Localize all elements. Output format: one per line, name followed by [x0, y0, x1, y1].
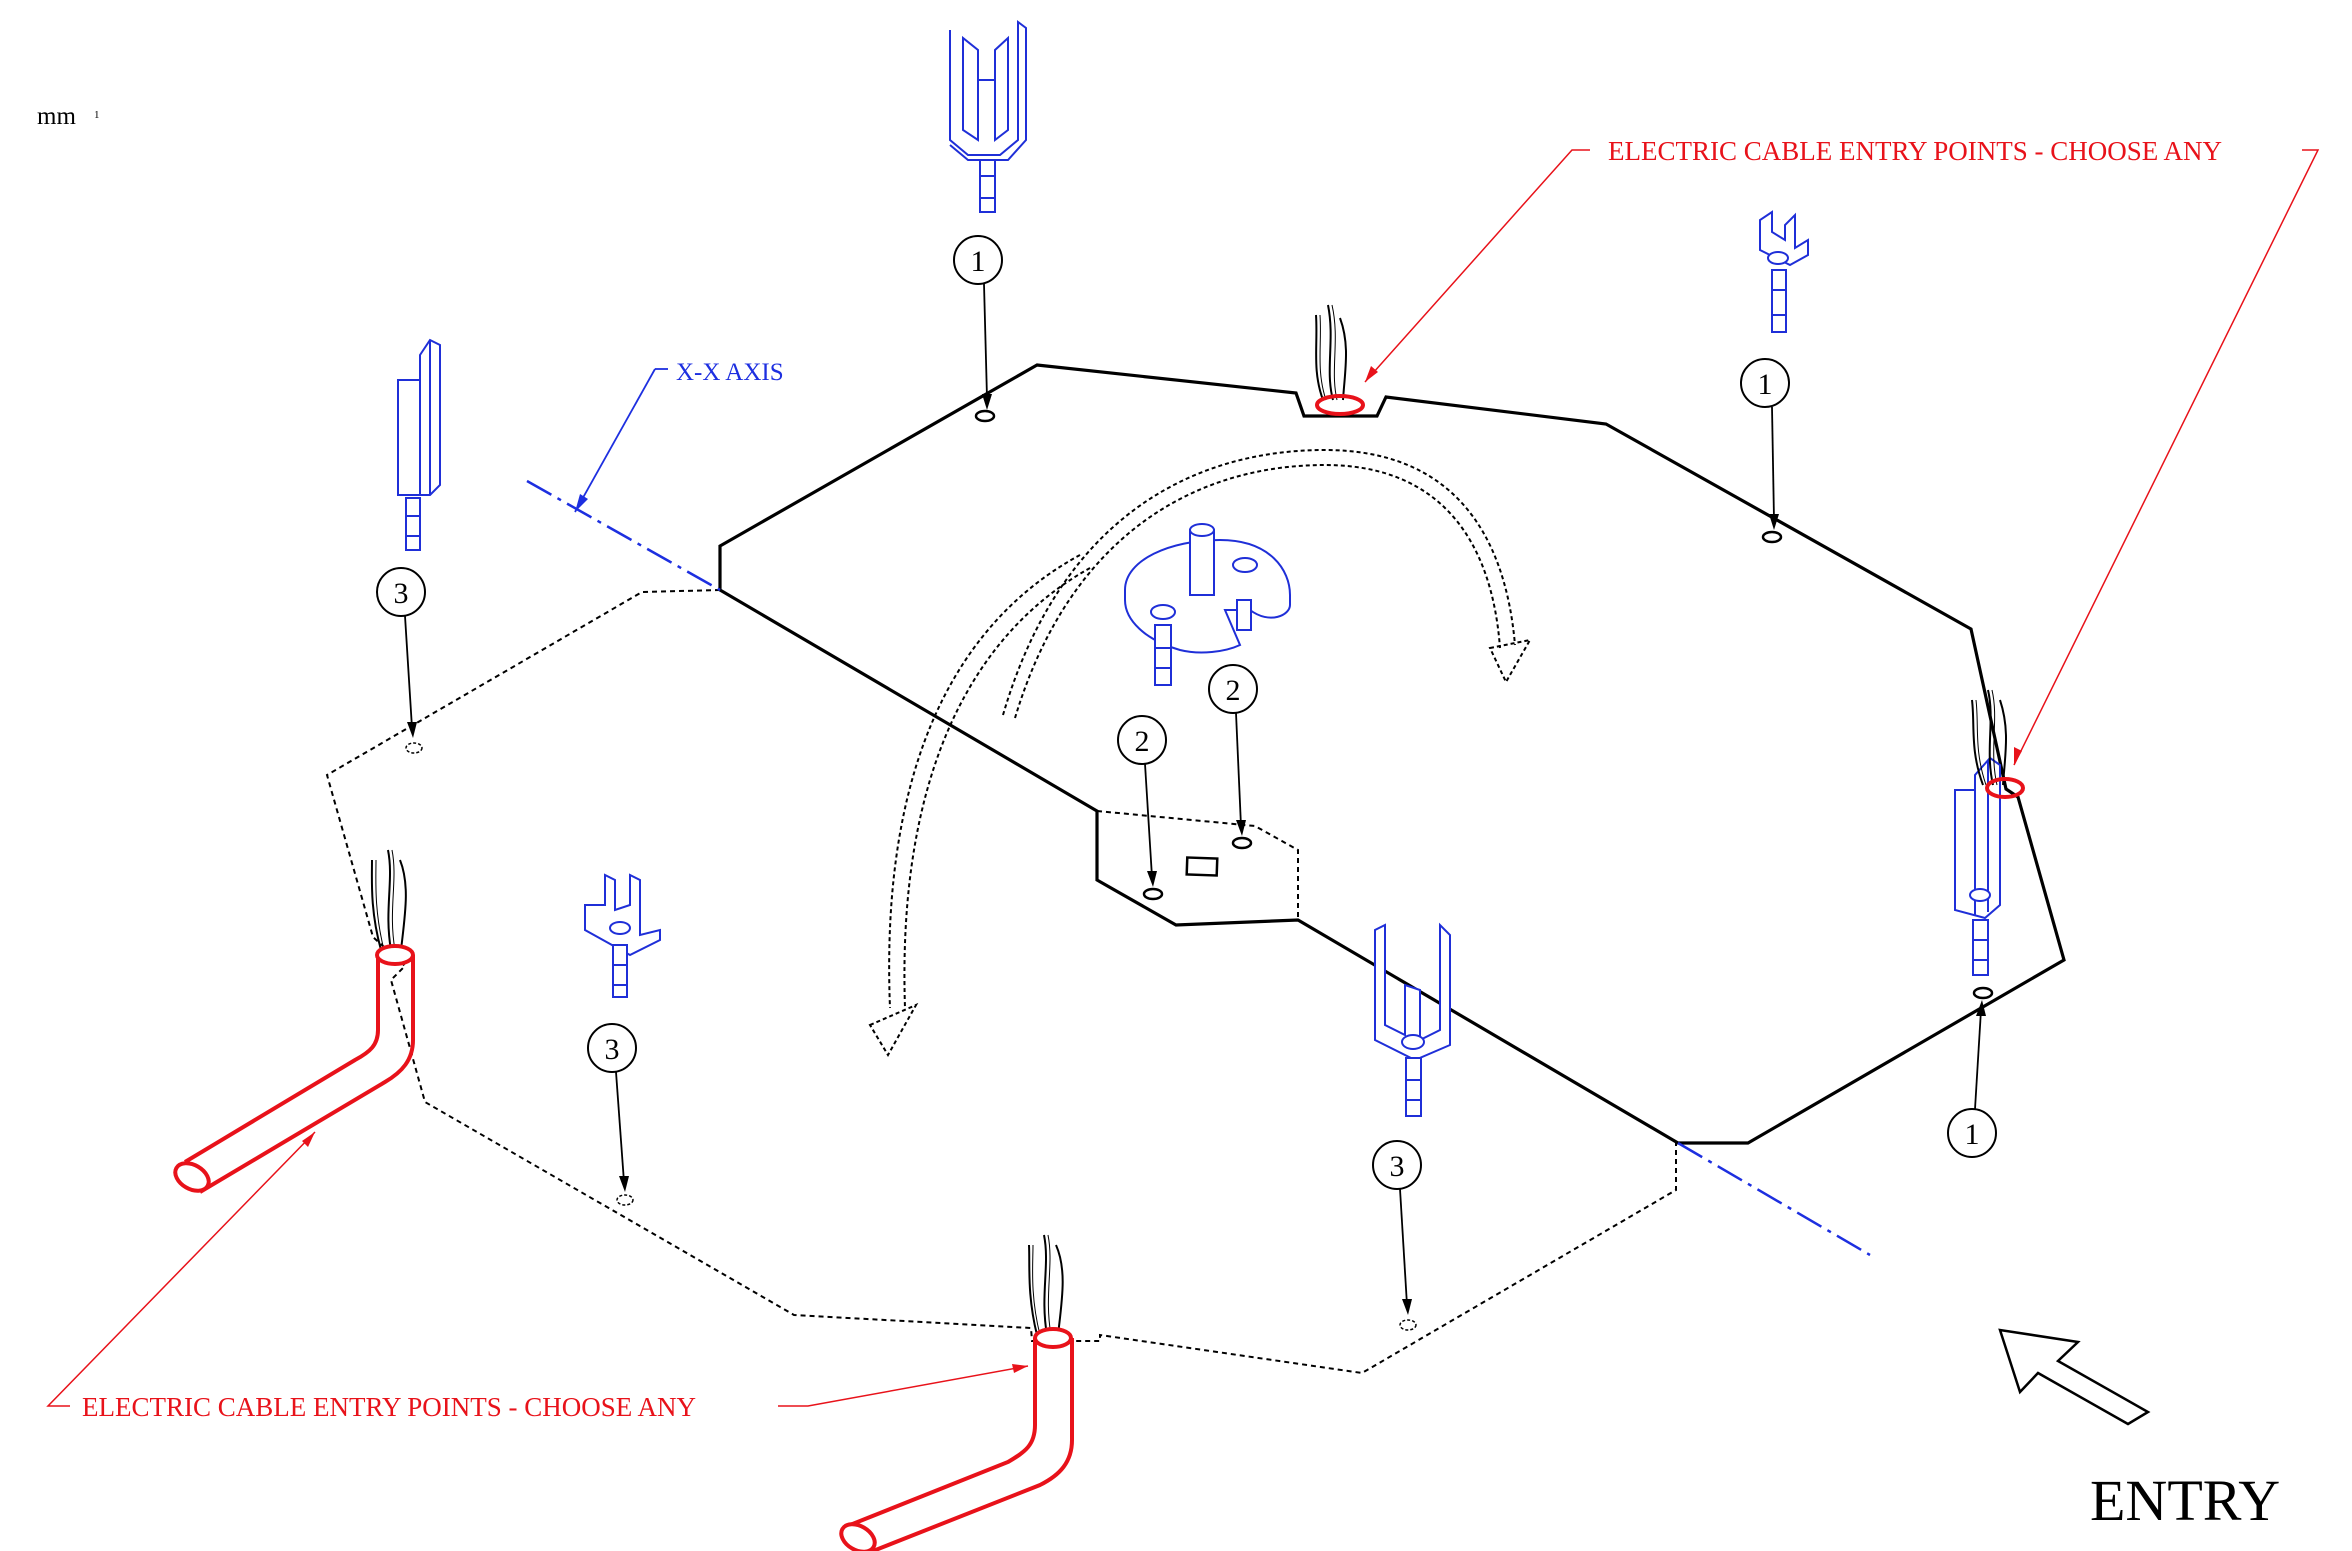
balloon-callout-3-upper-left: 3 [376, 567, 426, 738]
entry-arrow [1998, 1328, 2151, 1426]
cable-bottom [839, 1234, 1074, 1551]
balloon-callout-1-right-lower: 1 [1947, 1000, 1997, 1158]
cable-entry-top [1315, 304, 1365, 416]
mounting-hole [1142, 887, 1164, 901]
mounting-hole [1972, 986, 1994, 1000]
bracket-part-1-right-lower [1954, 756, 2001, 976]
bracket-part-3-upper-left [397, 338, 441, 551]
rotation-arrowhead-left [868, 1002, 919, 1057]
rotation-arrow-clockwise-inner [1014, 463, 1501, 719]
mounting-hole [1761, 530, 1783, 544]
cable-entry-label-bottom: ELECTRIC CABLE ENTRY POINTS - CHOOSE ANY [82, 1392, 696, 1422]
balloon-callout-2-left: 2 [1117, 715, 1167, 887]
rotation-arrow-clockwise [1002, 448, 1516, 716]
mounting-hole [1231, 836, 1253, 850]
balloon-callout-1-top: 1 [953, 235, 1003, 410]
balloon-number: 2 [1226, 674, 1241, 707]
balloon-number: 1 [971, 245, 986, 278]
center-plate-part-2 [1124, 523, 1291, 686]
balloon-number: 1 [1965, 1118, 1980, 1151]
balloon-callout-3-bottom: 3 [1372, 1140, 1422, 1315]
rotation-arrow-counterclockwise-inner [903, 567, 1091, 1009]
x-axis-line-left [526, 479, 721, 592]
center-box-dashed [1096, 810, 1299, 920]
x-axis-leader [574, 368, 656, 513]
rotation-arrow-counterclockwise [888, 554, 1081, 1009]
cable-entry-callout-top: ELECTRIC CABLE ENTRY POINTS - CHOOSE ANY [1364, 136, 2320, 766]
center-slot [1185, 856, 1219, 877]
bracket-part-3-left [584, 873, 661, 998]
bracket-part-1-top [949, 20, 1027, 213]
mounting-hole [974, 409, 996, 423]
balloon-number: 3 [605, 1033, 620, 1066]
x-axis-leader-arrowhead [575, 494, 588, 512]
mounting-hole-hidden [616, 1194, 634, 1206]
balloon-callout-1-right-upper: 1 [1740, 358, 1790, 530]
cable-entry-right [1971, 689, 2025, 799]
upper-plate-outline [718, 363, 2066, 1145]
rotation-arrowhead-right [1488, 638, 1532, 685]
cable-entry-label-top: ELECTRIC CABLE ENTRY POINTS - CHOOSE ANY [1608, 136, 2222, 166]
bracket-part-1-right-upper [1759, 210, 1809, 333]
mounting-hole-hidden [1399, 1319, 1417, 1331]
bracket-part-3-bottom [1374, 922, 1451, 1117]
cable-entry-callout-bottom: ELECTRIC CABLE ENTRY POINTS - CHOOSE ANY [46, 1131, 1029, 1422]
entry-label: ENTRY [2090, 1468, 2280, 1533]
balloon-callout-3-left: 3 [587, 1023, 637, 1192]
balloon-number: 3 [1390, 1150, 1405, 1183]
x-axis-line-right [1677, 1141, 1871, 1257]
units-label: mm [37, 103, 76, 130]
balloon-number: 1 [1758, 368, 1773, 401]
mounting-hole-hidden [405, 742, 423, 754]
balloon-number: 3 [394, 577, 409, 610]
x-axis-label: X-X AXIS [676, 359, 784, 386]
lower-plate-outline [325, 589, 1677, 1375]
balloon-callout-2-center: 2 [1208, 664, 1258, 836]
balloon-number: 2 [1135, 725, 1150, 758]
units-superscript: 1 [94, 109, 100, 121]
cable-left [173, 849, 415, 1194]
